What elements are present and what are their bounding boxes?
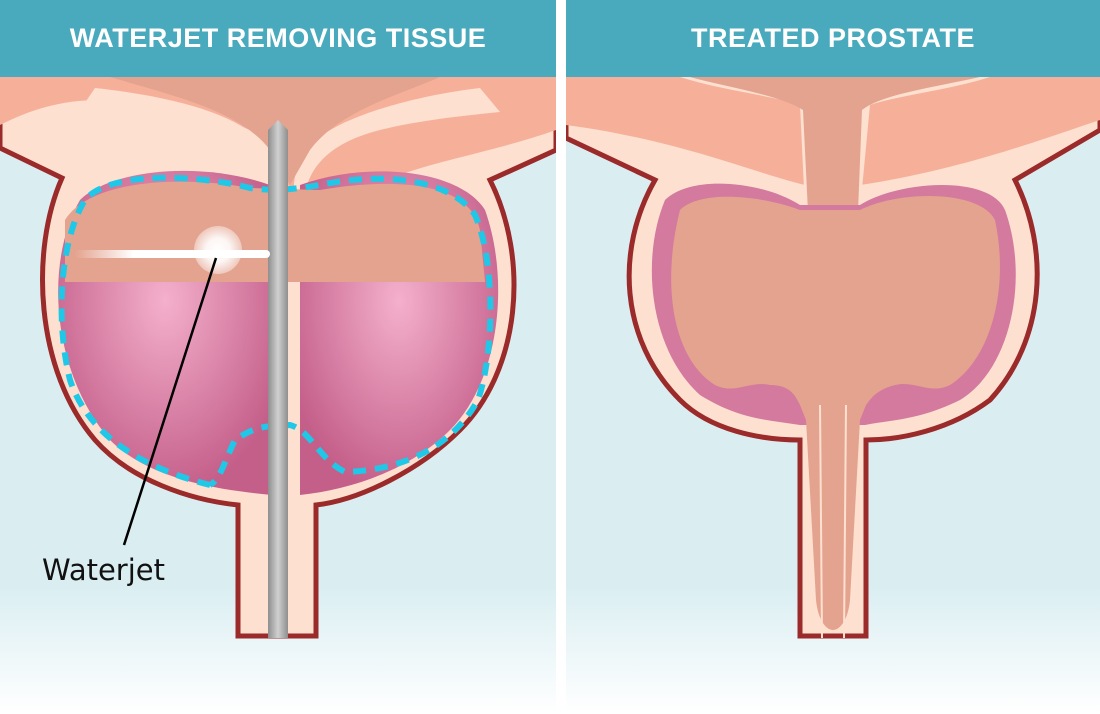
waterjet-icon — [194, 226, 242, 274]
panel-title-treated: TREATED PROSTATE — [566, 0, 1100, 77]
panel-divider — [556, 0, 566, 714]
resection-line — [58, 174, 494, 488]
panel-title-waterjet: WATERJET REMOVING TISSUE — [0, 0, 556, 77]
treated-prostate — [563, 74, 1100, 639]
prostate-during-treatment — [0, 74, 559, 639]
waterjet-probe — [268, 120, 288, 638]
label-pointer — [122, 257, 218, 546]
waterjet-label: Waterjet — [42, 553, 165, 587]
